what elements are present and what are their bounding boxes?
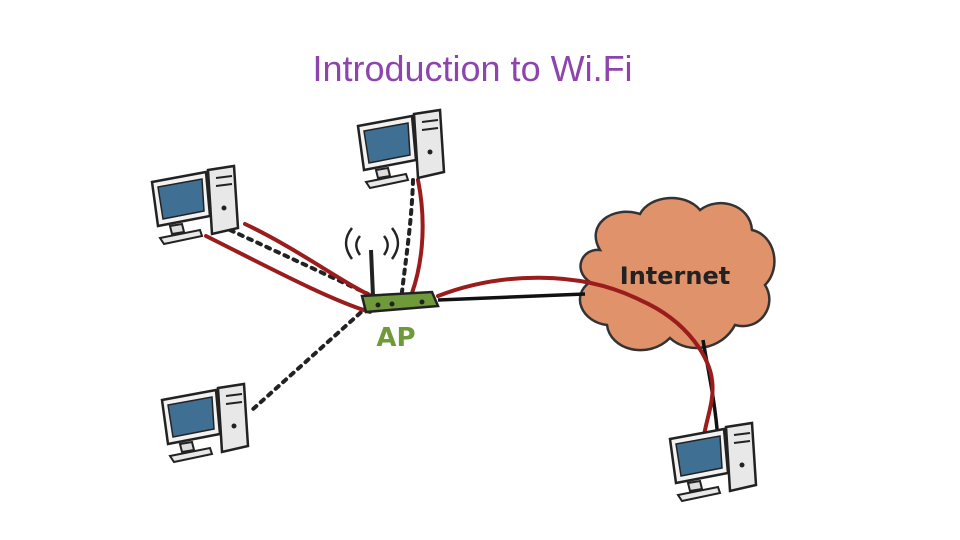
packet-paths: [204, 178, 715, 438]
wireless-links: [228, 178, 415, 412]
ap-internet-wire: [437, 292, 586, 302]
computer-left-top-icon: [150, 164, 240, 246]
access-point-icon: [344, 227, 440, 314]
internet-cloud: Internet: [578, 196, 776, 352]
computer-top-icon: [356, 108, 446, 190]
red-path-pc-ap: [204, 234, 372, 314]
computer-bottom-right-icon: [668, 421, 758, 503]
ap-label: AP: [376, 323, 415, 353]
wireless-link-top: [400, 178, 415, 294]
red-path-top-pc: [410, 178, 425, 295]
red-path-ap-internet-pc: [436, 275, 715, 438]
computer-left-bottom-icon: [160, 382, 250, 464]
internet-label: Internet: [620, 262, 730, 290]
wireless-link-left-bottom: [250, 304, 370, 412]
wireless-link-left-top: [228, 228, 370, 296]
red-path-pc-ap-2: [243, 222, 382, 302]
page-title: Introduction to Wi.Fi: [312, 48, 633, 89]
